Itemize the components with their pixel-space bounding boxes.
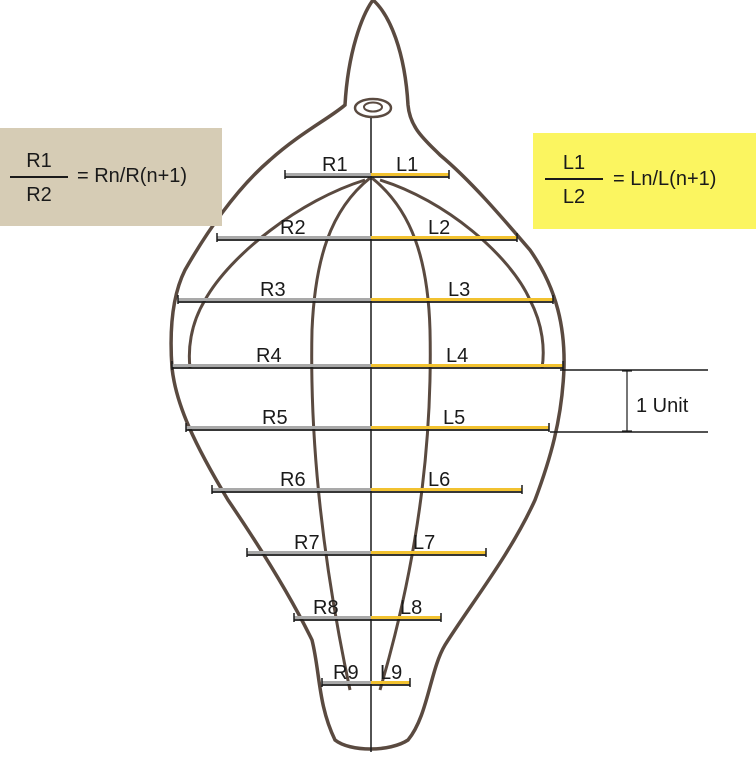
label-r6: R6: [280, 469, 306, 491]
label-l8: L8: [400, 597, 422, 619]
shell-outline: [169, 0, 566, 751]
right-ratio-box: R1 R2 = Rn/R(n+1): [0, 128, 222, 226]
label-r7: R7: [294, 532, 320, 554]
apex-oval-inner: [363, 101, 383, 113]
unit-label: 1 Unit: [636, 395, 689, 417]
right-ratio-numerator: R1: [26, 150, 52, 172]
left-ratio-fraction: L1 L2: [543, 148, 605, 210]
left-ratio-formula: = Ln/L(n+1): [613, 168, 717, 190]
label-l6: L6: [428, 469, 450, 491]
left-ratio-denominator: L2: [562, 185, 586, 208]
label-l4: L4: [446, 345, 468, 367]
label-r1: R1: [322, 154, 348, 176]
label-r2: R2: [280, 217, 306, 239]
label-l5: L5: [443, 407, 465, 429]
apex-oval-outer: [353, 97, 393, 119]
inner-arc-right-center: [310, 176, 371, 691]
label-l2: L2: [428, 217, 450, 239]
label-r9: R9: [333, 662, 359, 684]
label-l1: L1: [396, 154, 418, 176]
label-r8: R8: [313, 597, 339, 619]
fraction-bar: [10, 176, 68, 178]
label-r5: R5: [262, 407, 288, 429]
label-r3: R3: [260, 279, 286, 301]
label-l9: L9: [380, 662, 402, 684]
inner-arc-left-center: [371, 176, 432, 691]
right-ratio-fraction: R1 R2: [8, 146, 70, 208]
label-l7: L7: [413, 532, 435, 554]
label-r4: R4: [256, 345, 282, 367]
inner-arc-left-outer: [379, 178, 545, 369]
inner-arc-right-outer: [187, 178, 366, 369]
left-ratio-box: L1 L2 = Ln/L(n+1): [533, 133, 756, 229]
left-ratio-numerator: L1: [562, 152, 586, 174]
fraction-bar: [545, 178, 603, 180]
right-ratio-denominator: R2: [26, 183, 52, 206]
right-ratio-formula: = Rn/R(n+1): [77, 165, 188, 187]
label-l3: L3: [448, 279, 470, 301]
